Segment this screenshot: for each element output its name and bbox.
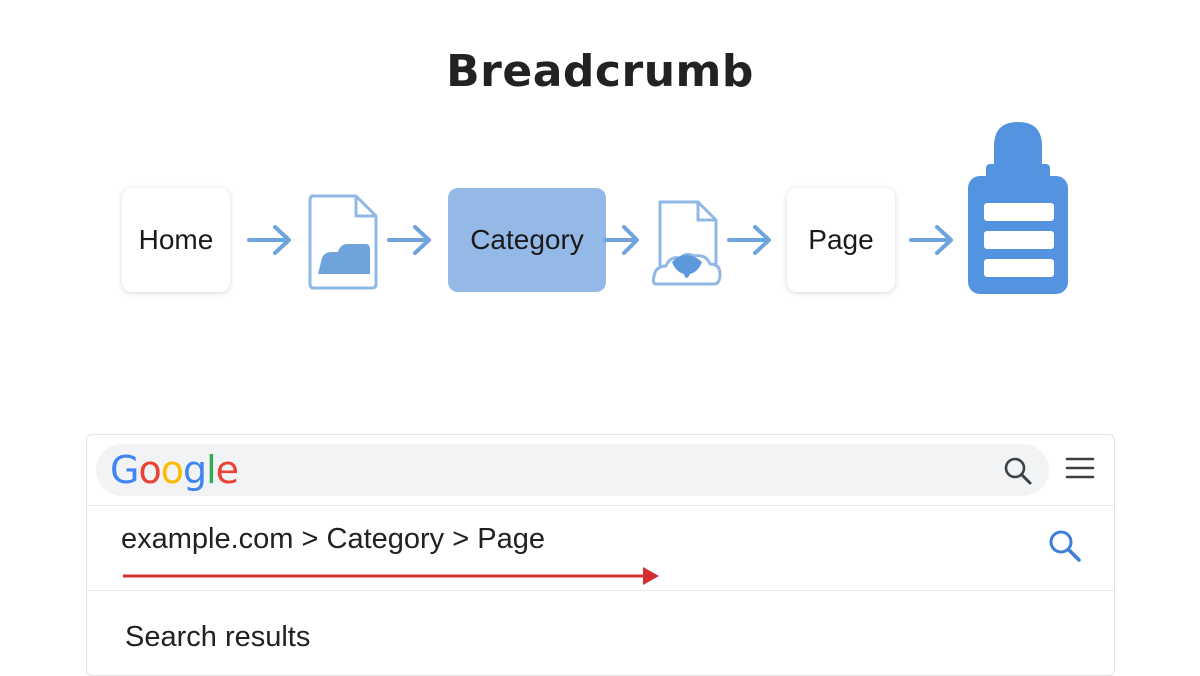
search-bar[interactable]: Google	[96, 444, 1049, 496]
divider	[87, 505, 1114, 506]
url-breadcrumb[interactable]: example.com > Category > Page	[121, 523, 545, 555]
lock-icon	[968, 122, 1068, 294]
arrow-right-icon	[909, 225, 953, 255]
crumb-category-label: Category	[470, 224, 584, 255]
arrow-right-icon	[247, 225, 291, 255]
arrow-right-icon	[387, 225, 431, 255]
search-icon[interactable]	[1047, 528, 1083, 564]
crumb-page-label: Page	[808, 224, 874, 255]
crumb-home-label: Home	[138, 224, 214, 255]
search-result-card: Google example.com > Category > Page Sea…	[86, 434, 1115, 676]
search-icon[interactable]	[1003, 456, 1033, 486]
menu-icon[interactable]	[1065, 456, 1095, 480]
crumb-category[interactable]: Category	[448, 188, 606, 292]
crumb-page[interactable]: Page	[787, 188, 895, 292]
divider	[87, 590, 1114, 591]
diagram-title: Breadcrumb	[446, 46, 754, 97]
arrow-right-icon	[727, 225, 771, 255]
crumb-home[interactable]: Home	[122, 188, 230, 292]
document-cloud-icon	[651, 200, 722, 286]
red-arrow-icon	[123, 567, 659, 585]
document-icon	[308, 194, 378, 290]
arrow-right-icon	[603, 225, 639, 255]
google-logo: Google	[110, 448, 239, 492]
search-results-heading: Search results	[125, 621, 311, 653]
